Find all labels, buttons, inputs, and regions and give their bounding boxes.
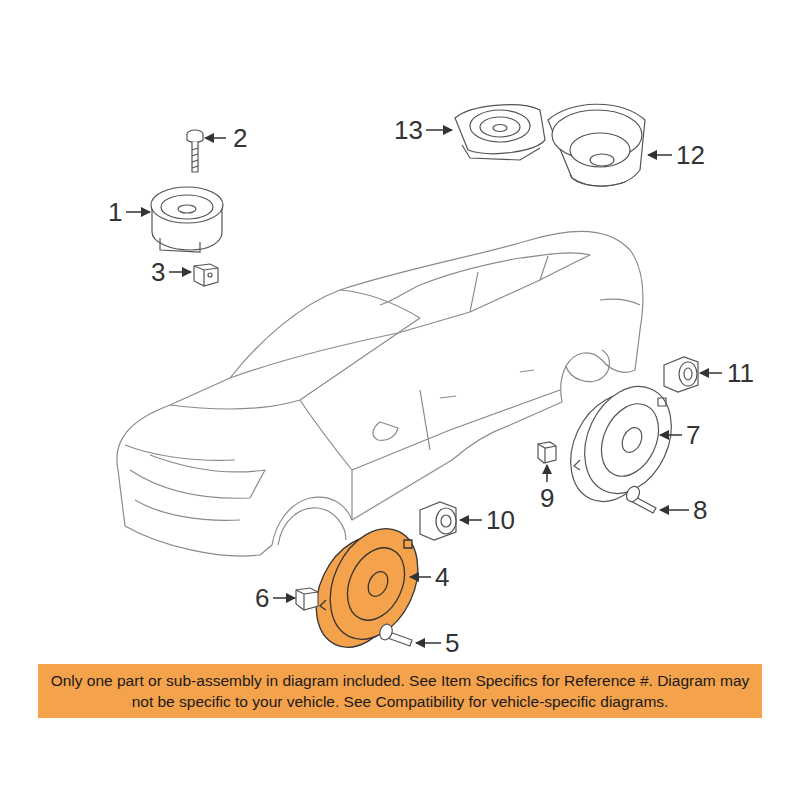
callout-number: 9 bbox=[540, 485, 554, 511]
callout-number: 2 bbox=[233, 125, 247, 151]
notice-banner: Only one part or sub-assembly in diagram… bbox=[38, 664, 762, 718]
tweeter bbox=[455, 105, 545, 160]
callout-number: 7 bbox=[686, 422, 700, 448]
speaker bbox=[554, 372, 688, 515]
callout-number: 1 bbox=[108, 199, 122, 225]
clip bbox=[538, 442, 556, 463]
leader-lines bbox=[126, 130, 722, 643]
callout-number: 6 bbox=[255, 585, 269, 611]
notice-text: Only one part or sub-assembly in diagram… bbox=[48, 670, 752, 712]
grommet bbox=[420, 502, 456, 540]
callout-number: 3 bbox=[151, 259, 165, 285]
callout-number: 13 bbox=[394, 117, 423, 143]
callout-number: 10 bbox=[486, 507, 515, 533]
clip bbox=[296, 588, 318, 610]
callout-number: 12 bbox=[676, 142, 705, 168]
speaker bbox=[151, 187, 223, 252]
bolt bbox=[187, 130, 203, 172]
speaker bbox=[548, 104, 645, 186]
callout-number: 8 bbox=[693, 497, 707, 523]
bolt bbox=[378, 622, 412, 646]
highlighted-speaker bbox=[299, 515, 435, 662]
bolt bbox=[624, 484, 656, 513]
car-outline bbox=[117, 231, 643, 556]
callout-number: 5 bbox=[445, 630, 459, 656]
callout-number: 11 bbox=[727, 360, 754, 386]
clip bbox=[194, 264, 218, 286]
callout-number: 4 bbox=[435, 564, 449, 590]
grommet bbox=[664, 357, 698, 392]
